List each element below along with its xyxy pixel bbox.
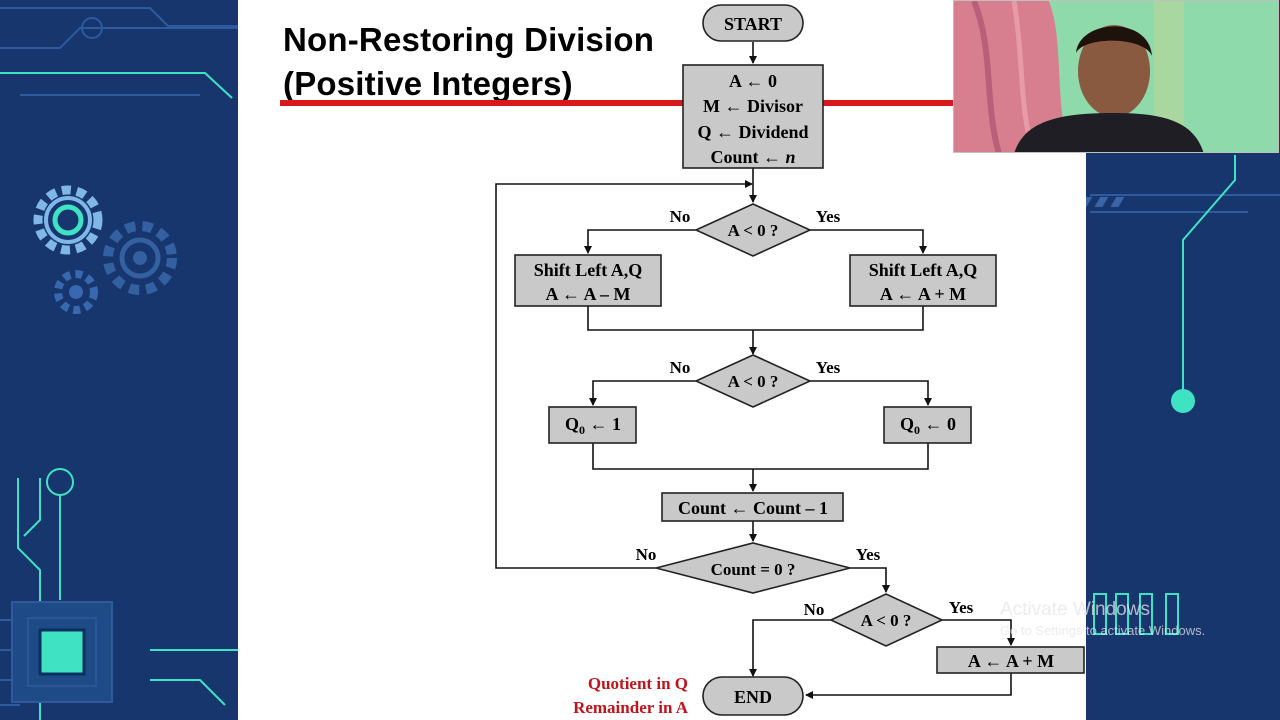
- restore-label: A ← A + M: [968, 651, 1054, 671]
- restore-box: A ← A + M: [936, 646, 1085, 674]
- right-op-line-2: A ← A + M: [880, 284, 966, 304]
- shift-add-box: Shift Left A,Q A ← A + M: [849, 254, 997, 307]
- decision3-label: Count = 0 ?: [711, 560, 796, 579]
- left-op-line-2: A ← A – M: [545, 284, 630, 304]
- decision3-yes-label: Yes: [856, 545, 881, 564]
- title-line-2: (Positive Integers): [283, 65, 573, 102]
- q0-set-zero-label: Q0 ← 0: [900, 414, 956, 437]
- decision2-label: A < 0 ?: [728, 372, 779, 391]
- decision2-no-label: No: [670, 358, 691, 377]
- gear-icon: [54, 270, 98, 314]
- decision1-yes-label: Yes: [816, 207, 841, 226]
- decision4-label: A < 0 ?: [861, 611, 912, 630]
- quotient-note: Quotient in Q: [588, 674, 688, 693]
- shift-subtract-box: Shift Left A,Q A ← A – M: [514, 254, 662, 307]
- end-label: END: [734, 687, 772, 707]
- right-op-line-1: Shift Left A,Q: [869, 260, 978, 280]
- chip-icon: [11, 601, 113, 703]
- slide-title: Non-Restoring Division (Positive Integer…: [283, 18, 654, 106]
- left-op-line-1: Shift Left A,Q: [534, 260, 643, 280]
- activate-windows-subtitle: Go to Settings to activate Windows.: [1000, 623, 1206, 638]
- decision4-no-label: No: [804, 600, 825, 619]
- title-line-1: Non-Restoring Division: [283, 21, 655, 58]
- title-underline: [280, 100, 956, 106]
- decision-count-zero: Count = 0 ?: [655, 542, 851, 594]
- init-line-3: Q ← Dividend: [697, 122, 808, 142]
- q0-set-zero-box: Q0 ← 0: [883, 406, 972, 444]
- init-line-2: M ← Divisor: [703, 96, 803, 116]
- init-line-4: Count ← n: [710, 147, 795, 167]
- slide-canvas: Non-Restoring Division (Positive Integer…: [238, 0, 1086, 720]
- count-decrement-label: Count ← Count – 1: [678, 498, 828, 518]
- init-count-n: n: [786, 147, 796, 167]
- q0-set-one-label: Q0 ← 1: [565, 414, 621, 437]
- webcam-overlay: [953, 0, 1279, 153]
- start-terminal: START: [702, 4, 804, 42]
- decision4-yes-label: Yes: [949, 598, 974, 617]
- decision-a-negative-1: A < 0 ?: [694, 203, 812, 257]
- node-dot-icon: [1171, 389, 1195, 413]
- flow-edges: [495, 42, 1015, 699]
- decision-a-negative-final: A < 0 ?: [829, 593, 944, 647]
- q0-set-one-box: Q0 ← 1: [548, 406, 637, 444]
- init-count-label: Count ←: [710, 147, 785, 167]
- count-decrement-box: Count ← Count – 1: [661, 492, 844, 522]
- decision1-label: A < 0 ?: [728, 221, 779, 240]
- start-label: START: [724, 14, 782, 34]
- flowchart: START A ← 0 M ← Divisor Q ← Dividend Cou…: [495, 4, 1085, 717]
- decision3-no-label: No: [636, 545, 657, 564]
- gear-icon: [103, 221, 177, 295]
- remainder-note: Remainder in A: [573, 698, 689, 717]
- webcam-image: [954, 1, 1278, 152]
- end-terminal: END: [702, 676, 804, 716]
- init-box: A ← 0 M ← Divisor Q ← Dividend Count ← n: [682, 64, 824, 169]
- activate-windows-watermark: Activate Windows Go to Settings to activ…: [1000, 598, 1205, 640]
- init-line-1: A ← 0: [729, 71, 777, 91]
- decision1-no-label: No: [670, 207, 691, 226]
- gear-icon: [33, 185, 103, 255]
- decision-a-negative-2: A < 0 ?: [694, 354, 812, 408]
- decision2-yes-label: Yes: [816, 358, 841, 377]
- activate-windows-title: Activate Windows: [1000, 599, 1150, 620]
